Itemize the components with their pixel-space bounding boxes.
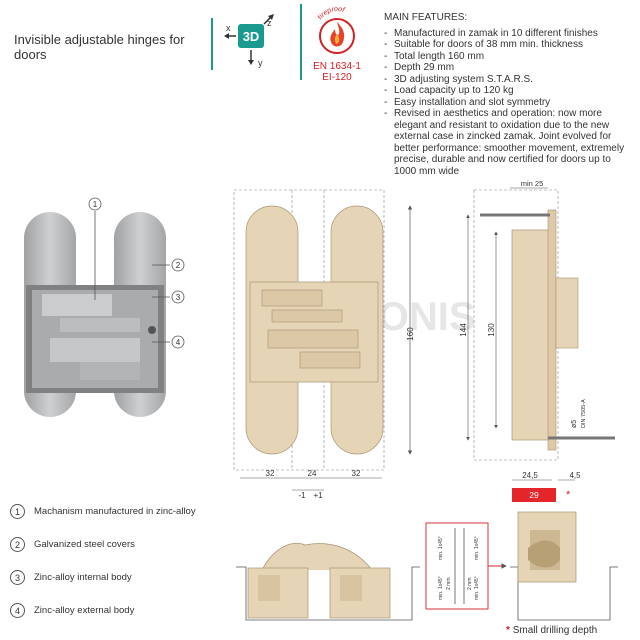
chamfer-label: min. 1x45°	[474, 576, 480, 600]
side-view-drawing	[466, 187, 615, 502]
small-drilling-note: * Small drilling depth	[506, 625, 597, 636]
feature-item: Revised in aesthetics and operation: now…	[384, 108, 634, 177]
feature-item: Manufactured in zamak in 10 different fi…	[384, 28, 634, 40]
feature-item: Easy installation and slot symmetry	[384, 97, 634, 109]
dim-offset-plus: +1	[313, 491, 323, 500]
legend-item-1: 1 Machanism manufactured in zinc-alloy	[10, 504, 196, 519]
callout-1: 1	[93, 200, 98, 209]
screw-standard: DIN 7505-A	[581, 399, 587, 428]
bottom-section-drawing	[236, 542, 420, 621]
chamfer-label: min. 1x45°	[474, 536, 480, 560]
callout-2: 2	[176, 261, 181, 270]
legend-text: Zinc-alloy external body	[34, 605, 135, 616]
legend-item-3: 3 Zinc-alloy internal body	[10, 570, 132, 585]
legend-text: Galvanized steel covers	[34, 539, 135, 550]
legend-number: 2	[10, 537, 25, 552]
legend-number: 4	[10, 603, 25, 618]
features-block: MAIN FEATURES: Manufactured in zamak in …	[384, 12, 634, 177]
drilling-detail-drawing	[510, 511, 618, 621]
dim-left-32: 32	[266, 469, 275, 478]
dim-4-5: 4,5	[569, 471, 581, 480]
page-title: Invisible adjustable hinges for doors	[14, 32, 185, 62]
dim-144: 144	[459, 323, 468, 337]
dim-offset-minus: -1	[298, 491, 306, 500]
screw-diameter: ø5	[571, 420, 578, 428]
small-dim-2mm: 2 mm	[446, 578, 452, 591]
features-title: MAIN FEATURES:	[384, 12, 468, 23]
features-list: Manufactured in zamak in 10 different fi…	[384, 28, 634, 178]
dim-24-5: 24,5	[522, 471, 538, 480]
depth-asterisk: *	[566, 489, 571, 501]
fireproof-badge: fireproof EN 1634-1 EI-120	[300, 4, 370, 83]
chamfer-label: min. 1x45°	[438, 576, 444, 600]
front-view-drawing	[233, 189, 413, 491]
feature-item: Total length 160 mm	[384, 51, 634, 63]
feature-item: Load capacity up to 120 kg	[384, 85, 634, 97]
axis-y-label: y	[258, 58, 263, 68]
legend-text: Machanism manufactured in zinc-alloy	[34, 506, 196, 517]
feature-item: 3D adjusting system S.T.A.R.S.	[384, 74, 634, 86]
dim-height-160: 160	[406, 327, 415, 341]
axis-x-label: x	[226, 23, 231, 33]
callouts	[88, 197, 185, 349]
callout-3: 3	[176, 293, 181, 302]
standard-ei120: EI-120	[322, 72, 352, 83]
note-asterisk: *	[506, 625, 510, 636]
chamfer-label: min. 1x45°	[438, 536, 444, 560]
3d-axes-icon: 3D x y z	[224, 14, 274, 68]
feature-item: Depth 29 mm	[384, 62, 634, 74]
legend-item-2: 2 Galvanized steel covers	[10, 537, 135, 552]
fireproof-flame-icon: fireproof	[317, 6, 355, 54]
dim-min-25: min 25	[521, 179, 544, 188]
chamfer-detail	[425, 522, 507, 610]
legend-number: 3	[10, 570, 25, 585]
dim-depth-29: 29	[529, 490, 539, 500]
note-text: Small drilling depth	[512, 625, 598, 636]
badge-3d-text: 3D	[243, 29, 260, 44]
legend-item-4: 4 Zinc-alloy external body	[10, 603, 134, 618]
axis-z-label: z	[267, 18, 272, 28]
dim-130: 130	[487, 323, 496, 337]
dim-right-32: 32	[352, 469, 361, 478]
standard-en1634: EN 1634-1	[313, 61, 361, 72]
feature-item: Suitable for doors of 38 mm min. thickne…	[384, 39, 634, 51]
legend-number: 1	[10, 504, 25, 519]
title-box: Invisible adjustable hinges for doors	[0, 18, 213, 70]
legend-text: Zinc-alloy internal body	[34, 572, 132, 583]
silver-hinge-photo	[24, 212, 166, 417]
3d-adjust-badge: 3D x y z	[222, 12, 280, 68]
callout-4: 4	[176, 338, 181, 347]
small-dim-2mm: 2 mm	[467, 578, 473, 591]
dim-middle-24: 24	[308, 469, 317, 478]
